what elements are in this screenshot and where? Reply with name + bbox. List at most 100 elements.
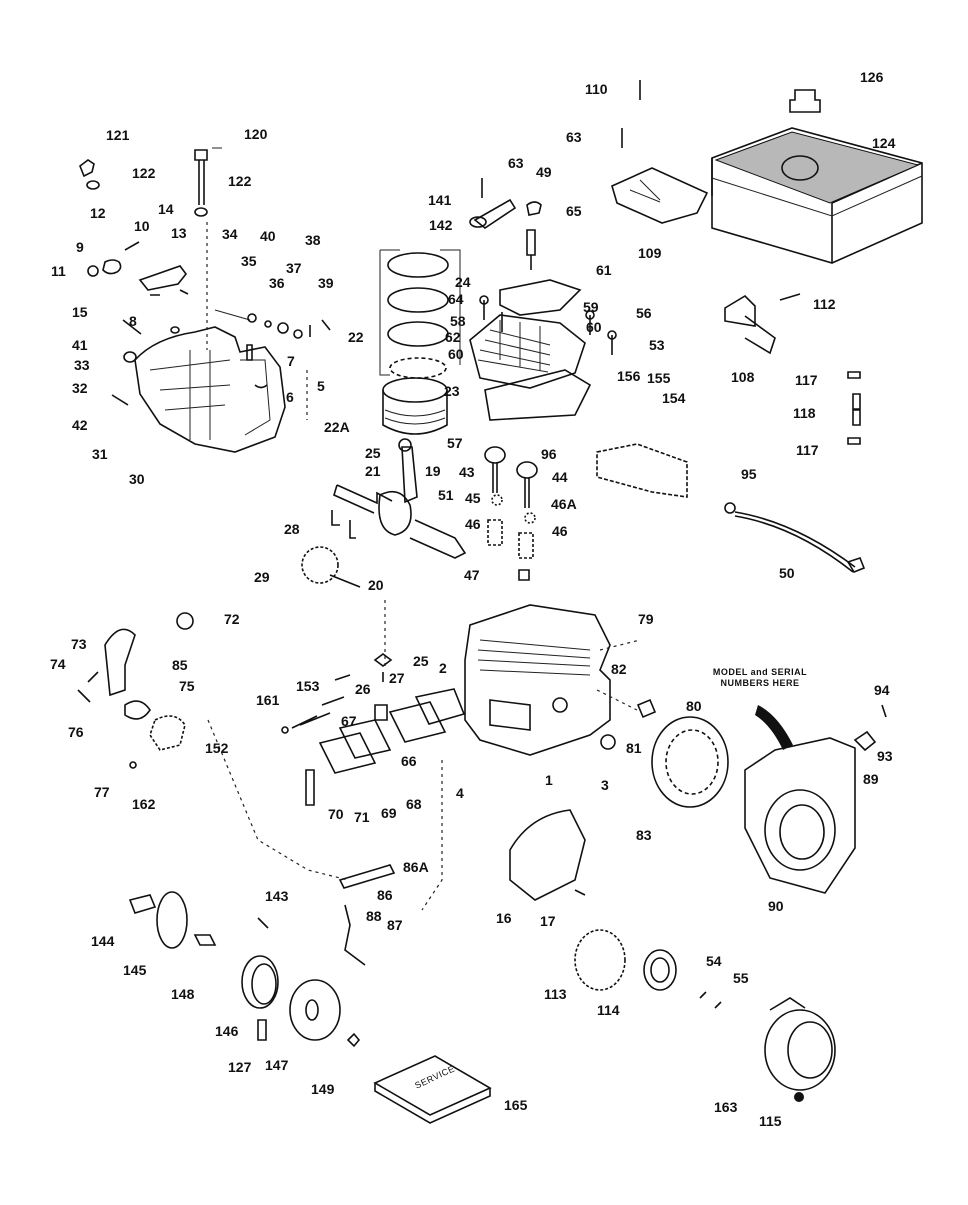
- part-label: 83: [636, 827, 652, 843]
- part-label: 13: [171, 225, 187, 241]
- part-baffle: [596, 443, 688, 498]
- part-label: 45: [465, 490, 481, 506]
- part-label: 81: [626, 740, 642, 756]
- part-label: 74: [50, 656, 66, 672]
- part-label: 75: [179, 678, 195, 694]
- part-label: 26: [355, 681, 371, 697]
- part-label: 127: [228, 1059, 252, 1075]
- part-cam-gear: [301, 510, 361, 588]
- part-breather-tube: [469, 178, 517, 229]
- part-label: 54: [706, 953, 722, 969]
- part-label: 14: [158, 201, 174, 217]
- part-label: 165: [504, 1097, 528, 1113]
- part-label: 22: [348, 329, 364, 345]
- part-label: 118: [793, 405, 816, 421]
- part-label: 12: [90, 205, 106, 221]
- part-label: 3: [601, 777, 609, 793]
- part-label: 110: [585, 81, 608, 97]
- part-label: 142: [429, 217, 453, 233]
- part-label: 31: [92, 446, 108, 462]
- part-label: 40: [260, 228, 276, 244]
- part-carburetor-elbow: [77, 612, 194, 703]
- part-label: 88: [366, 908, 382, 924]
- part-label: 85: [172, 657, 188, 673]
- part-primer-bulb: [79, 159, 100, 190]
- part-label: 41: [72, 337, 88, 353]
- part-label: 93: [877, 748, 893, 764]
- part-fuel-tank: [711, 127, 923, 264]
- part-label: 7: [287, 353, 295, 369]
- part-shroud-bracket: [611, 80, 709, 224]
- part-starter-cup: [574, 929, 626, 991]
- part-cylinder-head: [469, 314, 586, 389]
- part-label: 25: [413, 653, 429, 669]
- part-label: 122: [132, 165, 156, 181]
- part-label: 20: [368, 577, 384, 593]
- part-label: 4: [456, 785, 464, 801]
- part-starter-pulley: [643, 949, 677, 991]
- part-carburetor: [124, 700, 186, 769]
- part-label: 29: [254, 569, 270, 585]
- part-label: 122: [228, 173, 252, 189]
- part-label: 162: [132, 796, 156, 812]
- part-label: 36: [269, 275, 285, 291]
- part-flywheel: [651, 716, 729, 808]
- part-crankcase-cover: [134, 326, 286, 453]
- part-throttle-cable: [281, 653, 393, 734]
- part-label: 60: [448, 346, 464, 362]
- part-label: 148: [171, 986, 195, 1002]
- part-label: 96: [541, 446, 557, 462]
- part-label: 79: [638, 611, 654, 627]
- part-piston-rings: [379, 249, 461, 379]
- part-label: 43: [459, 464, 475, 480]
- part-label: 33: [74, 357, 90, 373]
- part-label: 38: [305, 232, 321, 248]
- part-fuel-line: [724, 502, 866, 573]
- part-label: 28: [284, 521, 300, 537]
- part-label: 70: [328, 806, 344, 822]
- part-label: 153: [296, 678, 320, 694]
- part-valves: [484, 446, 538, 581]
- part-label: 39: [318, 275, 334, 291]
- part-blower-housing: [744, 704, 887, 894]
- note-line-1: MODEL and SERIAL: [712, 667, 808, 677]
- part-label: 24: [455, 274, 471, 290]
- part-label: 53: [649, 337, 665, 353]
- part-label: 50: [779, 565, 795, 581]
- part-label: 89: [863, 771, 879, 787]
- part-label: 109: [638, 245, 662, 261]
- part-label: 63: [508, 155, 524, 171]
- part-head-bolts: [479, 295, 617, 355]
- part-label: 72: [224, 611, 240, 627]
- part-label: 114: [597, 1002, 620, 1018]
- part-label: 156: [617, 368, 641, 384]
- part-label: 6: [286, 389, 294, 405]
- part-label: 61: [596, 262, 612, 278]
- part-label: 152: [205, 740, 229, 756]
- part-flywheel-nut: [600, 734, 616, 750]
- part-label: 10: [134, 218, 150, 234]
- part-connecting-rod: [398, 438, 418, 504]
- part-label: 117: [795, 372, 818, 388]
- part-governor-parts: [214, 309, 331, 389]
- part-intake-gaskets: [305, 688, 466, 806]
- part-label: 1: [545, 772, 553, 788]
- part-label: 155: [647, 370, 671, 386]
- part-label: 35: [241, 253, 257, 269]
- part-label: 46: [552, 523, 568, 539]
- part-label: 15: [72, 304, 88, 320]
- part-label: 108: [731, 369, 755, 385]
- part-label: 66: [401, 753, 417, 769]
- part-label: 68: [406, 796, 422, 812]
- part-fuel-cap: [789, 89, 821, 113]
- part-label: 149: [311, 1081, 335, 1097]
- part-label: 22A: [324, 419, 350, 435]
- part-label: 69: [381, 805, 397, 821]
- part-throttle-linkage: [87, 241, 189, 406]
- part-control-bracket: [338, 864, 396, 966]
- part-label: 21: [365, 463, 381, 479]
- part-label: 60: [586, 319, 602, 335]
- part-label: 121: [106, 127, 130, 143]
- part-label: 34: [222, 226, 238, 242]
